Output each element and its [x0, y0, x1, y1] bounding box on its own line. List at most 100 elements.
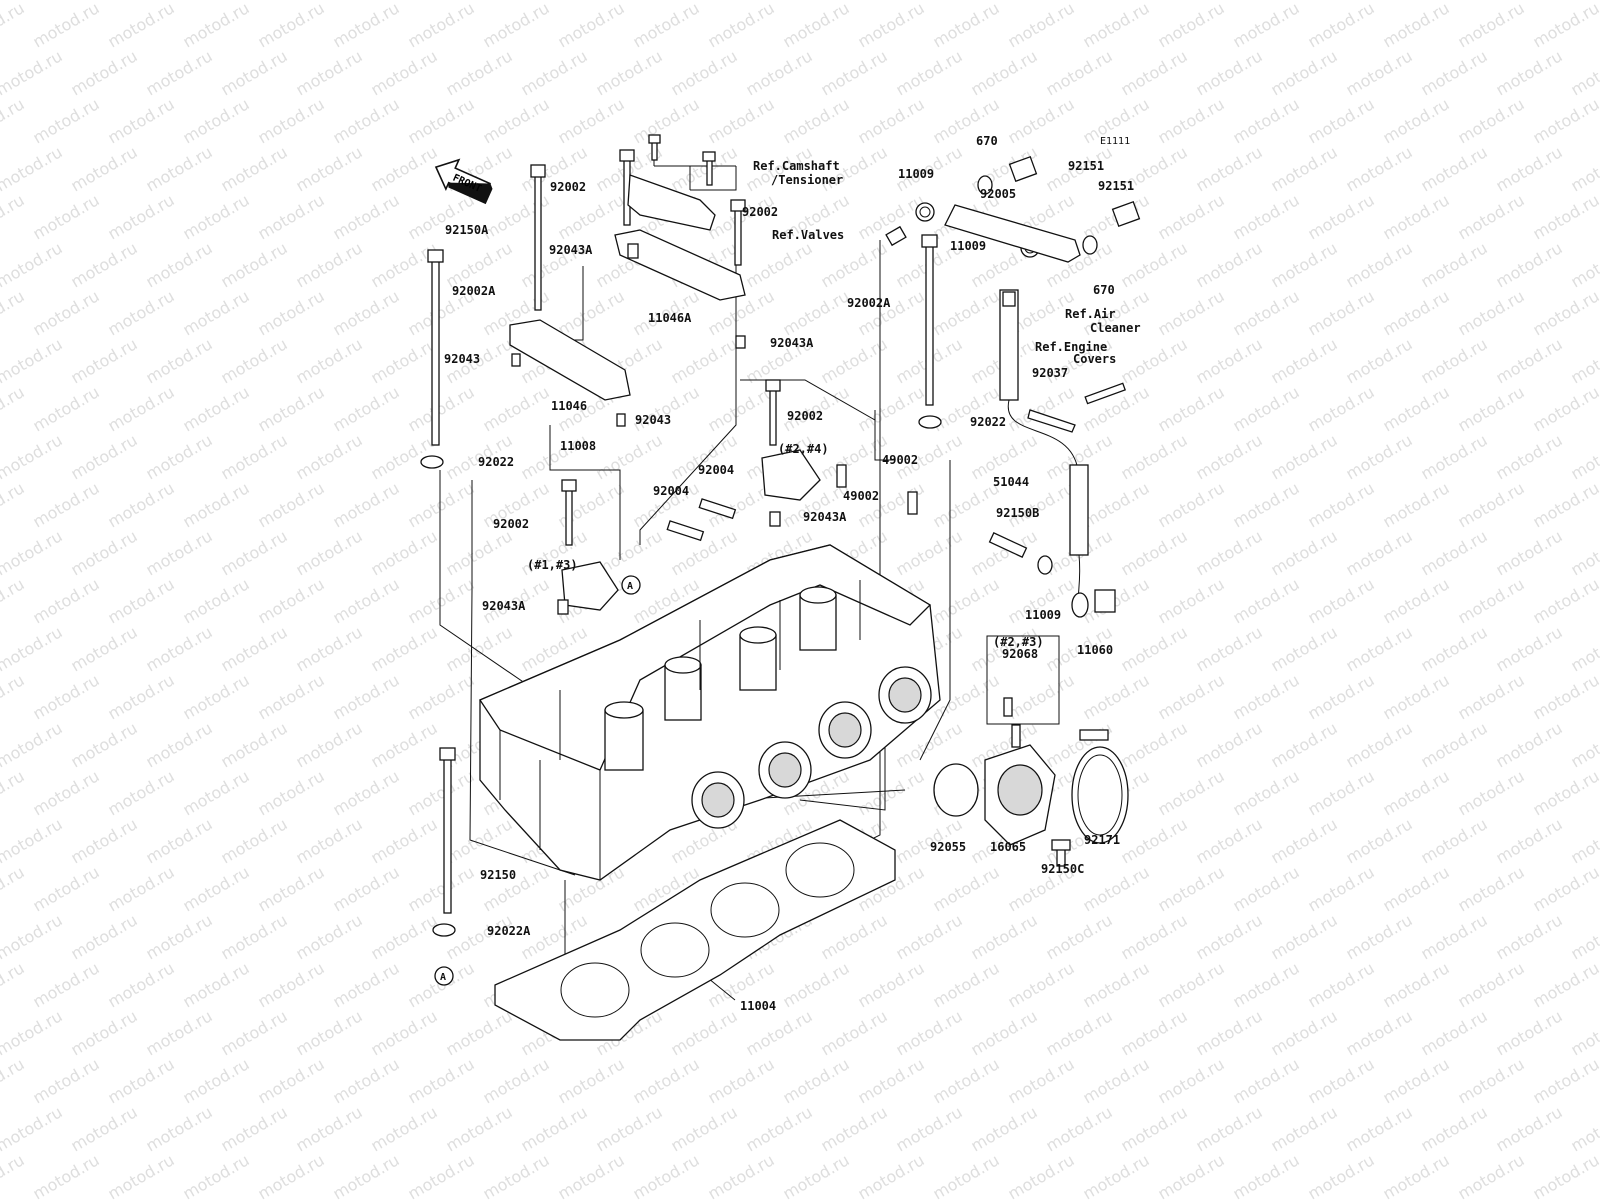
watermark-text: motod.ru	[818, 0, 891, 3]
part-label-11008: 11008	[560, 439, 596, 453]
watermark-text: motod.ru	[1268, 0, 1341, 3]
part-label-92150B: 92150B	[996, 506, 1039, 520]
watermark-text: motod.ru	[1118, 718, 1191, 771]
watermark-text: motod.ru	[1418, 1102, 1491, 1155]
watermark-text: motod.ru	[405, 94, 478, 147]
watermark-text: motod.ru	[555, 1150, 628, 1200]
watermark-text: motod.ru	[1155, 190, 1228, 243]
watermark-text: motod.ru	[630, 94, 703, 147]
watermark-text: motod.ru	[1343, 0, 1416, 3]
watermark-text: motod.ru	[1380, 286, 1453, 339]
watermark-text: motod.ru	[218, 526, 291, 579]
watermark-text: motod.ru	[443, 814, 516, 867]
watermark-text: motod.ru	[0, 1102, 66, 1155]
part-label-51044: 51044	[993, 475, 1029, 489]
watermark-text: motod.ru	[593, 46, 666, 99]
watermark-text: motod.ru	[968, 1102, 1041, 1155]
watermark-text: motod.ru	[1005, 670, 1078, 723]
watermark-text: motod.ru	[68, 238, 141, 291]
watermark-text: motod.ru	[1043, 46, 1116, 99]
watermark-text: motod.ru	[105, 862, 178, 915]
watermark-text: motod.ru	[1418, 238, 1491, 291]
watermark-text: motod.ru	[743, 46, 816, 99]
watermark-text: motod.ru	[930, 286, 1003, 339]
watermark-text: motod.ru	[68, 622, 141, 675]
watermark-text: motod.ru	[1268, 718, 1341, 771]
watermark-text: motod.ru	[180, 766, 253, 819]
watermark-text: motod.ru	[818, 46, 891, 99]
watermark-text: motod.ru	[1380, 862, 1453, 915]
watermark-text: motod.ru	[0, 46, 66, 99]
watermark-text: motod.ru	[293, 0, 366, 3]
watermark-text: motod.ru	[255, 958, 328, 1011]
watermark-text: motod.ru	[330, 94, 403, 147]
long-bolts	[427, 134, 938, 914]
watermark-text: motod.ru	[143, 334, 216, 387]
watermark-text: motod.ru	[1230, 0, 1303, 51]
watermark-text: motod.ru	[1568, 814, 1600, 867]
diagram-code: E1111	[1100, 136, 1130, 147]
watermark-text: motod.ru	[255, 1054, 328, 1107]
watermark-text: motod.ru	[1493, 46, 1566, 99]
watermark-text: motod.ru	[68, 142, 141, 195]
watermark-text: motod.ru	[1530, 382, 1600, 435]
part-label-92022: 92022	[478, 455, 514, 469]
watermark-text: motod.ru	[143, 142, 216, 195]
watermark-text: motod.ru	[1118, 622, 1191, 675]
breather-assembly	[944, 155, 1141, 618]
watermark-text: motod.ru	[893, 1006, 966, 1059]
watermark-text: motod.ru	[1305, 1150, 1378, 1200]
watermark-text: motod.ru	[0, 190, 28, 243]
watermark-text: motod.ru	[1193, 430, 1266, 483]
watermark-text: motod.ru	[1080, 1054, 1153, 1107]
watermark-text: motod.ru	[1193, 1102, 1266, 1155]
watermark-text: motod.ru	[1530, 190, 1600, 243]
watermark-text: motod.ru	[668, 1102, 741, 1155]
watermark-text: motod.ru	[1418, 622, 1491, 675]
watermark-text: motod.ru	[68, 910, 141, 963]
watermark-text: motod.ru	[630, 382, 703, 435]
watermark-text: motod.ru	[0, 478, 28, 531]
watermark-text: motod.ru	[1530, 766, 1600, 819]
watermark-text: motod.ru	[330, 382, 403, 435]
watermark-text: motod.ru	[1118, 814, 1191, 867]
watermark-text: motod.ru	[930, 958, 1003, 1011]
watermark-text: motod.ru	[1343, 46, 1416, 99]
watermark-text: motod.ru	[405, 478, 478, 531]
watermark-text: motod.ru	[1193, 142, 1266, 195]
watermark-text: motod.ru	[1305, 286, 1378, 339]
watermark-text: motod.ru	[1230, 958, 1303, 1011]
watermark-text: motod.ru	[518, 1102, 591, 1155]
watermark-text: motod.ru	[1043, 1102, 1116, 1155]
watermark-text: motod.ru	[368, 718, 441, 771]
watermark-text: motod.ru	[180, 190, 253, 243]
watermark-text: motod.ru	[1530, 478, 1600, 531]
watermark-text: motod.ru	[0, 958, 28, 1011]
watermark-text: motod.ru	[930, 1150, 1003, 1200]
watermark-text: motod.ru	[0, 862, 28, 915]
part-label-92022A: 92022A	[487, 924, 531, 938]
watermark-text: motod.ru	[180, 0, 253, 51]
watermark-text: motod.ru	[218, 1102, 291, 1155]
watermark-text: motod.ru	[1305, 382, 1378, 435]
watermark-text: motod.ru	[1418, 1006, 1491, 1059]
watermark-text: motod.ru	[330, 574, 403, 627]
watermark-text: motod.ru	[143, 718, 216, 771]
watermark-text: motod.ru	[1080, 574, 1153, 627]
watermark-text: motod.ru	[1380, 574, 1453, 627]
svg-text:A: A	[627, 581, 633, 592]
watermark-text: motod.ru	[668, 334, 741, 387]
watermark-text: motod.ru	[1380, 382, 1453, 435]
watermark-text: motod.ru	[1080, 670, 1153, 723]
watermark-text: motod.ru	[255, 94, 328, 147]
watermark-text: motod.ru	[293, 622, 366, 675]
watermark-text: motod.ru	[1118, 0, 1191, 3]
watermark-text: motod.ru	[855, 382, 928, 435]
watermark-text: motod.ru	[1155, 94, 1228, 147]
watermark-text: motod.ru	[1380, 478, 1453, 531]
watermark-text: motod.ru	[1118, 46, 1191, 99]
watermark-text: motod.ru	[668, 526, 741, 579]
watermark-text: motod.ru	[1380, 1054, 1453, 1107]
watermark-text: motod.ru	[1230, 862, 1303, 915]
part-label-92043: 92043	[444, 352, 480, 366]
